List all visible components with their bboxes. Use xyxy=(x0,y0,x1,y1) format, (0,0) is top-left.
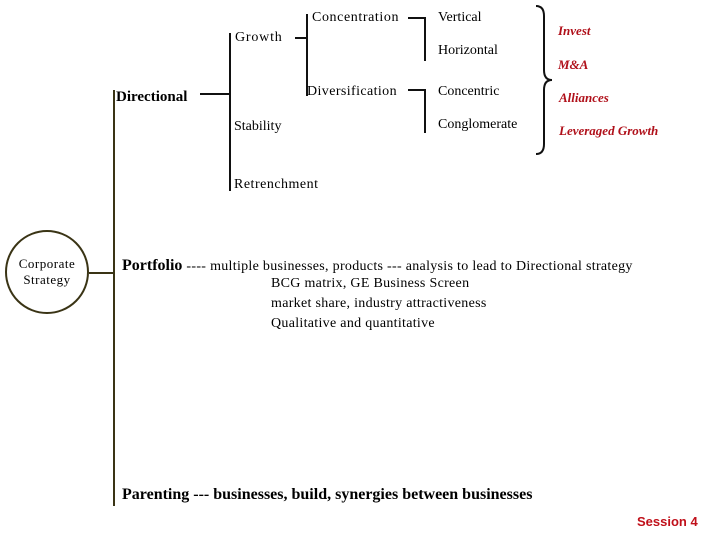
diversification-bracket-h xyxy=(408,89,426,91)
growth-label: Growth xyxy=(235,30,283,45)
diversification-label: Diversification xyxy=(307,84,397,99)
parenting-label: Parenting xyxy=(122,486,190,503)
concentric-label: Concentric xyxy=(438,84,500,99)
portfolio-label: Portfolio xyxy=(122,257,183,274)
portfolio-line3: market share, industry attractiveness xyxy=(271,296,487,311)
stability-label: Stability xyxy=(234,119,282,134)
main-spine xyxy=(113,90,115,506)
vertical-label: Vertical xyxy=(438,10,482,25)
root-connector xyxy=(89,272,114,274)
portfolio-line4: Qualitative and quantitative xyxy=(271,316,435,331)
retrenchment-label: Retrenchment xyxy=(234,177,319,192)
method-invest: Invest xyxy=(558,23,591,38)
portfolio-line1: Portfolio ---- multiple businesses, prod… xyxy=(122,258,633,274)
method-ma: M&A xyxy=(558,57,589,72)
horizontal-label: Horizontal xyxy=(438,43,498,58)
conglomerate-label: Conglomerate xyxy=(438,117,518,132)
curly-brace-icon xyxy=(535,5,553,155)
method-alliances: Alliances xyxy=(559,90,609,105)
root-label-line1: Corporate xyxy=(18,256,76,271)
method-leveraged-growth: Leveraged Growth xyxy=(559,123,659,138)
parenting-line: Parenting --- businesses, build, synergi… xyxy=(122,487,532,503)
growth-connector xyxy=(295,37,307,39)
directional-label: Directional xyxy=(116,89,188,105)
growth-spine xyxy=(306,14,308,96)
directional-spine xyxy=(229,33,231,191)
portfolio-line2: BCG matrix, GE Business Screen xyxy=(271,276,470,291)
directional-connector xyxy=(200,93,230,95)
corporate-strategy-node: Corporate Strategy xyxy=(5,230,89,314)
diversification-bracket-v xyxy=(424,89,426,133)
concentration-bracket-h xyxy=(408,17,426,19)
session-label: Session 4 xyxy=(637,514,698,529)
concentration-bracket-v xyxy=(424,17,426,61)
concentration-label: Concentration xyxy=(312,10,400,25)
parenting-description: --- businesses, build, synergies between… xyxy=(193,486,533,503)
root-label-line2: Strategy xyxy=(23,272,71,287)
portfolio-description: ---- multiple businesses, products --- a… xyxy=(186,259,633,274)
